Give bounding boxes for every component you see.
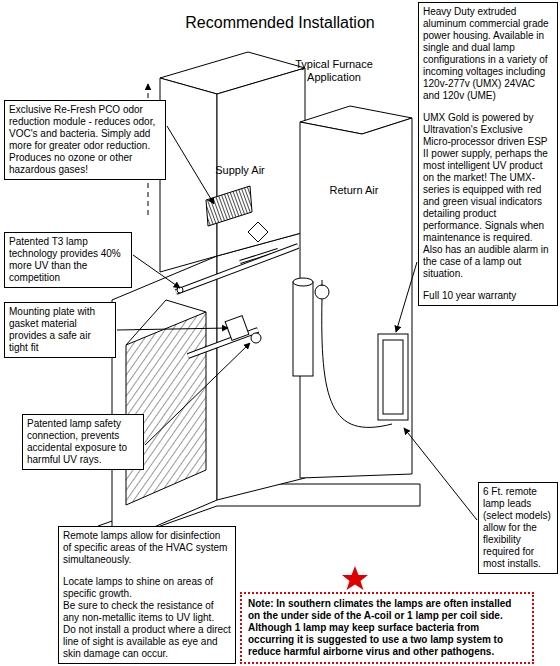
leader <box>117 328 228 330</box>
duct-label: Supply Air <box>208 164 272 177</box>
callout-text: Full 10 year warranty <box>423 290 553 302</box>
callout-text: Do not install a product where a direct … <box>63 624 231 660</box>
mounting-plate <box>225 316 249 341</box>
callout-text: Be sure to check the resistance of any n… <box>63 600 231 624</box>
leader <box>404 428 477 520</box>
supply-left-face <box>160 78 217 272</box>
uv-lamp <box>176 246 298 292</box>
duct-label: Return Air <box>322 184 386 197</box>
callout-text: Patented T3 lamp technology provides 40%… <box>9 236 127 284</box>
callout-text: Mounting plate with gasket material prov… <box>9 306 111 354</box>
callout-box: Patented T3 lamp technology provides 40%… <box>4 232 132 288</box>
callout-text: Note: In southern climates the lamps are… <box>248 598 526 658</box>
access-plate <box>248 222 268 242</box>
pipe-top <box>293 278 313 286</box>
callout-text: Exclusive Re-Fresh PCO odor reduction mo… <box>9 104 161 176</box>
red-star <box>342 566 368 590</box>
uv-lamp-glass <box>176 246 298 292</box>
subtitle: Typical Furnace Application <box>288 58 380 84</box>
callout-box: Patented lamp safety connection, prevent… <box>22 414 144 470</box>
pipe <box>293 282 313 376</box>
pco-module <box>206 186 252 226</box>
callout-text: Patented lamp safety connection, prevent… <box>27 418 139 466</box>
callout-box: Exclusive Re-Fresh PCO odor reduction mo… <box>4 100 166 180</box>
leader <box>167 126 214 204</box>
a-coil-frame <box>126 300 206 345</box>
power-housing <box>378 334 408 420</box>
callout-box: Remote lamps allow for disinfection of s… <box>58 526 236 664</box>
callout-text: UMX Gold is powered by Ultravation's Exc… <box>423 112 553 280</box>
note-box: Note: In southern climates the lamps are… <box>240 592 534 664</box>
callout-text: Locate lamps to shine on areas of specif… <box>63 576 231 600</box>
leader <box>145 343 250 445</box>
power-housing-face <box>383 340 403 414</box>
callout-text: 6 Ft. remote lamp leads (select models) … <box>483 486 553 570</box>
callout-text: Remote lamps allow for disinfection of s… <box>63 530 231 566</box>
leader <box>133 255 180 288</box>
cabinet-left-face <box>112 256 217 545</box>
a-coil <box>126 312 206 505</box>
leader <box>396 262 417 332</box>
connector-stem <box>322 280 323 286</box>
callout-box: 6 Ft. remote lamp leads (select models) … <box>478 482 558 574</box>
callout-box: Heavy Duty extruded aluminum commercial … <box>418 2 558 306</box>
lamp-connector <box>251 333 261 343</box>
callout-text: Heavy Duty extruded aluminum commercial … <box>423 6 553 102</box>
return-front-face <box>300 118 412 478</box>
supply-front-face <box>217 68 305 256</box>
remote-connector <box>315 285 329 299</box>
callout-box: Mounting plate with gasket material prov… <box>4 302 116 358</box>
